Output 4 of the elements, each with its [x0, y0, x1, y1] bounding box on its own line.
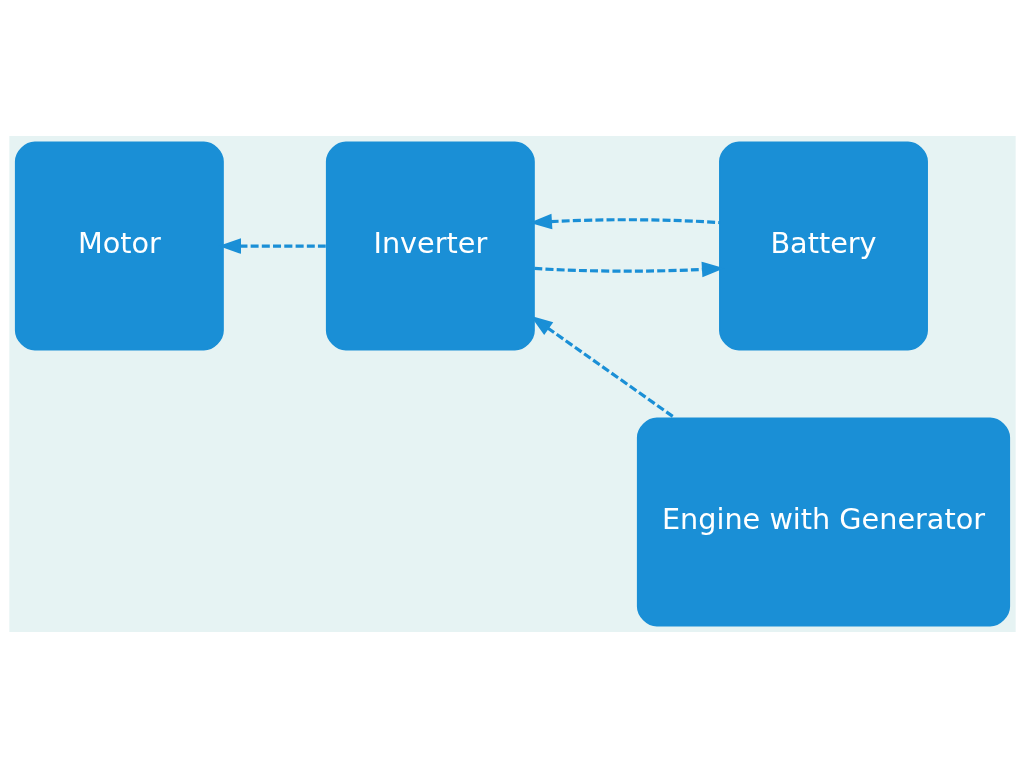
node-box: Inverter — [325, 141, 535, 351]
node-box: Battery — [718, 141, 928, 351]
node-box: Engine with Generator — [636, 417, 1010, 627]
node-box: Motor — [14, 141, 224, 351]
